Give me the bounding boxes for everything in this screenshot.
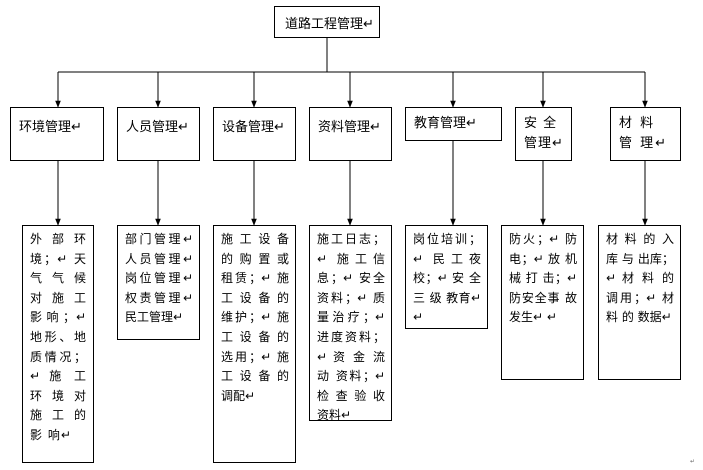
category-equipment: 设备管理↵ [213, 107, 296, 161]
detail-text: 施 工 设 备 的 购 置 或 租赁；↵ 施 工 设 备 的维护；↵ 施 工 设… [221, 232, 289, 403]
category-label: 人员管理↵ [126, 120, 189, 135]
detail-text: 岗位培训；↵ 民工夜校；↵ 安 全 三 级 教育↵ ↵ [413, 232, 481, 325]
category-personnel: 人员管理↵ [117, 107, 200, 161]
detail-text: 施工日志；↵ 施工信息；↵ 安全资料；↵ 质量治疗；↵ 进度资料；↵ 资 金 流… [317, 232, 385, 423]
category-label: 教育管理↵ [414, 116, 477, 131]
detail-text: 外 部 环 境；↵ 天 气 气 候 对 施 工影响；↵ 地形、地 质情况；↵ 施… [30, 232, 87, 442]
category-education: 教育管理↵ [405, 107, 502, 141]
detail-documents: 施工日志；↵ 施工信息；↵ 安全资料；↵ 质量治疗；↵ 进度资料；↵ 资 金 流… [309, 225, 392, 423]
detail-text: 防火；↵ 防电；↵ 放 机 械 打 击；↵ 防安全事 故发生↵ ↵ [509, 232, 577, 325]
category-label: 环境管理↵ [19, 120, 82, 135]
root-node: 道路工程管理↵ [274, 6, 380, 38]
detail-text: 部门管理↵ 人员管理↵ 岗位管理↵ 权责管理↵ 民工管理↵ [125, 232, 193, 325]
category-materials: 材 料 管 理↵ [610, 107, 681, 161]
category-environment: 环境管理↵ [10, 107, 104, 161]
detail-materials: 材 料 的 入 库 与 出库；↵ 材 料 的 调用；↵ 材 料 的 数据↵ [598, 225, 681, 380]
detail-safety: 防火；↵ 防电；↵ 放 机 械 打 击；↵ 防安全事 故发生↵ ↵ [501, 225, 584, 380]
corner-mark: ↵ [690, 458, 696, 465]
category-label: 设备管理↵ [222, 120, 285, 135]
detail-equipment: 施 工 设 备 的 购 置 或 租赁；↵ 施 工 设 备 的维护；↵ 施 工 设… [213, 225, 296, 463]
category-documents: 资料管理↵ [309, 107, 392, 161]
detail-environment: 外 部 环 境；↵ 天 气 气 候 对 施 工影响；↵ 地形、地 质情况；↵ 施… [22, 225, 94, 463]
detail-personnel: 部门管理↵ 人员管理↵ 岗位管理↵ 权责管理↵ 民工管理↵ [117, 225, 200, 340]
root-label: 道路工程管理↵ [285, 16, 374, 32]
detail-education: 岗位培训；↵ 民工夜校；↵ 安 全 三 级 教育↵ ↵ [405, 225, 488, 329]
detail-text: 材 料 的 入 库 与 出库；↵ 材 料 的 调用；↵ 材 料 的 数据↵ [606, 232, 674, 325]
category-label: 资料管理↵ [318, 120, 381, 135]
category-label: 安 全 管理↵ [524, 116, 564, 151]
category-safety: 安 全 管理↵ [515, 107, 572, 161]
category-label: 材 料 管 理↵ [619, 116, 669, 151]
